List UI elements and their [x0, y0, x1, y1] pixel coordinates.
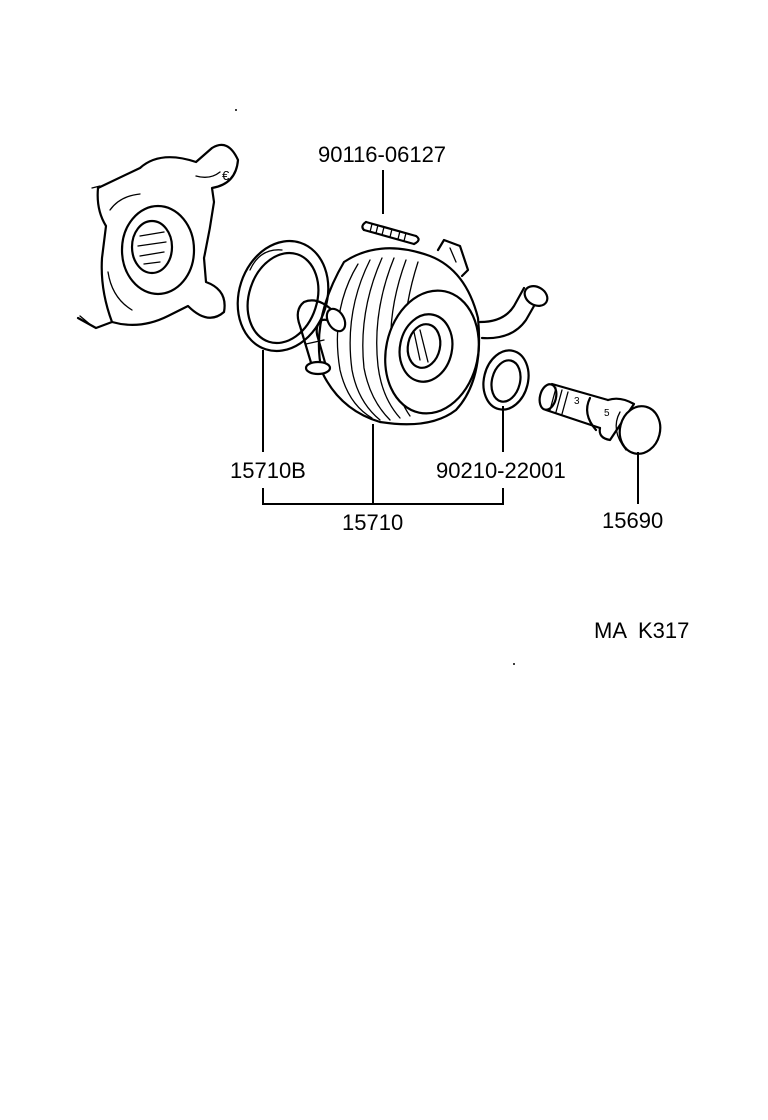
- oil-cooler-15710: [296, 238, 549, 426]
- o-ring-15710b: [236, 239, 330, 353]
- label-oil-cooler: 15710: [342, 510, 403, 535]
- svg-text:3: 3: [574, 396, 580, 407]
- mounting-flange: €: [76, 143, 240, 330]
- union-bolt-15690: 3 5: [538, 382, 662, 455]
- label-gasket: 90210-22001: [436, 458, 566, 483]
- label-union-bolt: 15690: [602, 508, 663, 533]
- diagram-code: MA K317: [594, 618, 689, 643]
- leader-lines: [262, 170, 639, 505]
- speck: [513, 663, 515, 665]
- stud-bolt-90116: [361, 220, 420, 246]
- svg-text:5: 5: [604, 408, 610, 419]
- gasket-90210: [482, 349, 530, 411]
- speck: [235, 109, 237, 111]
- svg-text:€: €: [222, 168, 230, 183]
- label-o-ring: 15710B: [230, 458, 306, 483]
- label-stud-bolt: 90116-06127: [318, 142, 446, 167]
